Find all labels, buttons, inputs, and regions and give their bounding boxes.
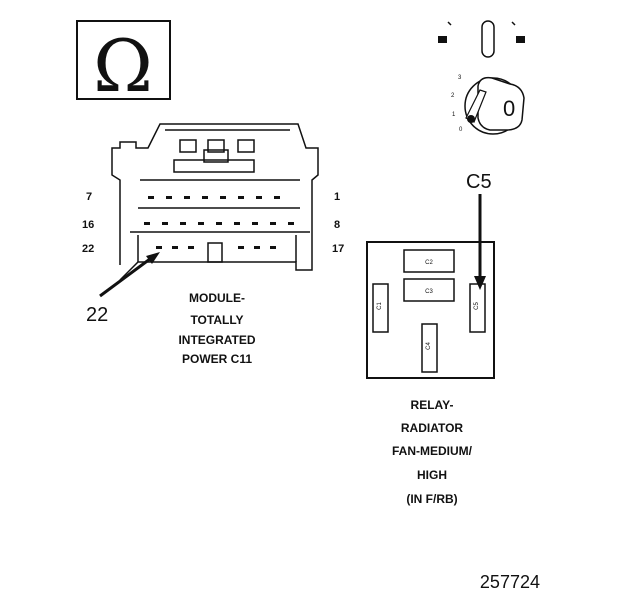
svg-text:POWER C11: POWER C11: [182, 352, 252, 366]
svg-text:(IN F/RB): (IN F/RB): [406, 492, 457, 506]
connector-c11: [111, 123, 319, 281]
svg-text:RADIATOR: RADIATOR: [401, 421, 464, 435]
svg-text:HIGH: HIGH: [417, 468, 447, 482]
cavity-c3: C3: [425, 289, 433, 295]
callout-c5: C5: [466, 171, 492, 193]
pin-label-16: 16: [82, 219, 94, 231]
svg-text:INTEGRATED: INTEGRATED: [178, 333, 255, 347]
ohmmeter-symbol: Ω: [76, 20, 171, 108]
pin-label-8: 8: [334, 219, 340, 231]
svg-text:TOTALLY: TOTALLY: [190, 313, 243, 327]
ignition-position-1: 1: [452, 112, 456, 118]
ohm-icon: Ω: [93, 24, 153, 108]
svg-text:FAN-MEDIUM/: FAN-MEDIUM/: [392, 444, 473, 458]
pin-label-1: 1: [334, 191, 340, 203]
relay-caption: RELAY- RADIATOR FAN-MEDIUM/ HIGH (IN F/R…: [392, 398, 473, 506]
relay-body: [366, 241, 495, 379]
ignition-switch: 3 2 1 0 0: [438, 20, 525, 135]
callout-22-arrow: [99, 252, 160, 298]
cavity-c2: C2: [425, 260, 433, 266]
pin-label-7: 7: [86, 191, 92, 203]
pin-label-22: 22: [82, 243, 94, 255]
svg-text:MODULE-: MODULE-: [189, 291, 245, 305]
cavity-c5: C5: [474, 302, 480, 310]
ignition-position-3: 3: [458, 75, 462, 81]
pin-label-17: 17: [332, 243, 344, 255]
callout-c5-arrow: [474, 194, 486, 290]
ignition-key-label: 0: [503, 96, 515, 121]
ignition-position-0: 0: [459, 127, 463, 133]
cavity-c4: C4: [426, 342, 432, 350]
figure-number: 257724: [480, 572, 540, 592]
callout-22: 22: [86, 304, 108, 326]
module-caption: MODULE- TOTALLY INTEGRATED POWER C11: [178, 291, 255, 366]
cavity-c1: C1: [377, 302, 383, 310]
connector-c11-pins: [144, 196, 294, 249]
svg-text:RELAY-: RELAY-: [411, 398, 454, 412]
ignition-position-2: 2: [451, 93, 455, 99]
relay-cavities: [372, 249, 486, 373]
